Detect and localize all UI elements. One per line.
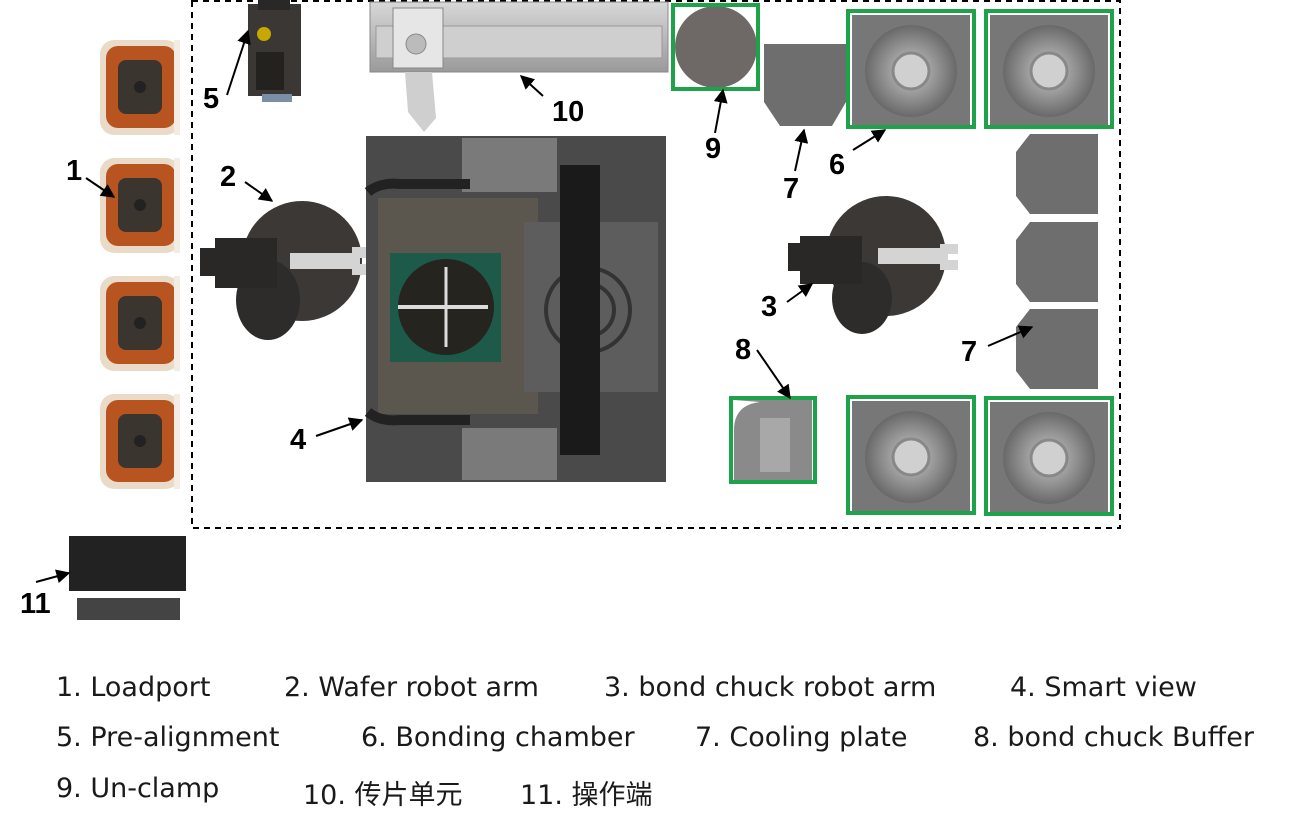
callout-number: 7 xyxy=(783,173,799,205)
pre-alignment-unit xyxy=(248,0,301,102)
cooling-plate-group xyxy=(764,44,1098,389)
legend-row: 5. Pre-alignment 6. Bonding chamber 7. C… xyxy=(0,722,1310,762)
callout-labels: 1 2 3 4 5 6 7 7 8 9 10 11 xyxy=(20,83,977,620)
bond-chuck-robot-arm xyxy=(788,196,958,334)
callout-number: 6 xyxy=(829,149,845,181)
wafer-transfer-rail xyxy=(369,1,669,132)
wafer-robot-arm xyxy=(200,201,372,340)
callout-arrows xyxy=(35,29,1034,584)
legend-item: 2. Wafer robot arm xyxy=(284,672,539,703)
legend-item: 4. Smart view xyxy=(1010,672,1197,703)
legend-row: 9. Un-clamp 10. 传片单元 11. 操作端 xyxy=(0,773,1310,813)
loadport xyxy=(100,276,180,371)
legend-item: 9. Un-clamp xyxy=(56,773,220,804)
cooling-plate xyxy=(1016,309,1098,389)
bonding-chamber xyxy=(984,9,1114,129)
bond-chuck-buffer xyxy=(729,396,817,484)
loadport-group xyxy=(100,40,180,489)
cooling-plate xyxy=(1016,222,1098,302)
un-clamp-unit xyxy=(671,3,760,91)
callout-number: 9 xyxy=(705,133,721,165)
operator-terminal xyxy=(69,536,186,620)
legend-row: 1. Loadport 2. Wafer robot arm 3. bond c… xyxy=(0,672,1310,712)
cooling-plate xyxy=(1016,134,1098,214)
legend-item: 3. bond chuck robot arm xyxy=(604,672,937,703)
legend-item: 7. Cooling plate xyxy=(695,722,908,753)
callout-number: 10 xyxy=(552,96,584,128)
callout-number: 2 xyxy=(220,161,236,193)
legend-item: 10. 传片单元 xyxy=(303,780,463,811)
legend-item: 5. Pre-alignment xyxy=(56,722,280,753)
legend-item: 8. bond chuck Buffer xyxy=(973,722,1254,753)
callout-number: 4 xyxy=(290,424,306,456)
callout-number: 3 xyxy=(761,291,777,323)
bonding-chamber xyxy=(846,9,976,129)
smart-view-main-block xyxy=(364,136,666,482)
legend-item: 6. Bonding chamber xyxy=(361,722,635,753)
loadport xyxy=(100,158,180,253)
legend-item: 1. Loadport xyxy=(56,672,211,703)
callout-number: 11 xyxy=(20,588,51,620)
bonding-chamber-group xyxy=(846,9,1114,516)
cooling-plate xyxy=(764,44,846,126)
legend-item: 11. 操作端 xyxy=(520,780,653,811)
callout-number: 1 xyxy=(66,155,82,187)
bonding-chamber xyxy=(984,396,1114,516)
tool-boundary xyxy=(191,0,1121,529)
callout-number: 7 xyxy=(961,336,977,368)
callout-number: 5 xyxy=(203,83,219,115)
loadport xyxy=(100,394,180,489)
loadport xyxy=(100,40,180,135)
bonding-chamber xyxy=(846,395,976,515)
equipment-layout-diagram: 1 2 3 4 5 6 7 7 8 9 10 11 xyxy=(20,0,1121,620)
callout-number: 8 xyxy=(735,334,751,366)
